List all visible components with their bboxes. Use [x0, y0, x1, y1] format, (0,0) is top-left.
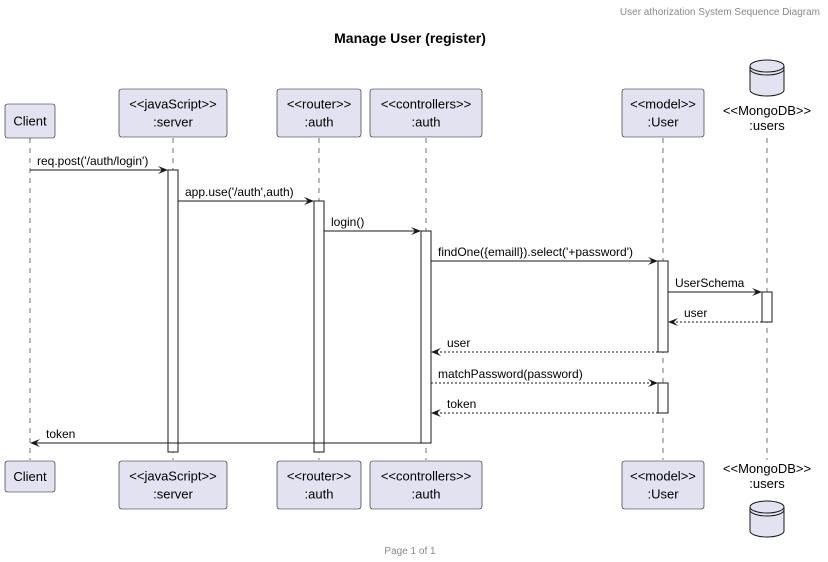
database-icon-top	[749, 59, 785, 73]
participant-box	[4, 460, 56, 493]
message-arrowhead	[668, 318, 678, 326]
message-5: UserSchema	[668, 276, 762, 296]
participant-label: :server	[153, 115, 193, 130]
message-7: user	[431, 336, 658, 356]
message-arrowhead	[158, 166, 168, 174]
participant-box	[621, 460, 705, 510]
participant-box	[369, 460, 483, 510]
message-label: login()	[331, 215, 364, 229]
participant-label: :User	[647, 115, 679, 130]
activation-bar-router	[313, 200, 325, 453]
diagram-title: Manage User (register)	[334, 30, 486, 46]
messages: req.post('/auth/login') app.use('/auth',a…	[30, 154, 762, 447]
message-arrowhead	[304, 197, 314, 205]
participant-label: Client	[13, 469, 47, 484]
participant-label: <<router>>	[287, 469, 351, 484]
message-label: app.use('/auth',auth)	[185, 185, 294, 199]
participant-label: <<model>>	[630, 97, 696, 112]
participant-label: :users	[749, 476, 785, 491]
participant-db-top: <<MongoDB>>:users	[723, 59, 811, 133]
activation-bar-model	[657, 382, 669, 414]
participant-controllers-bottom: <<controllers>> :auth	[369, 460, 483, 510]
participant-label: :auth	[305, 487, 334, 502]
participant-client-top: Client	[4, 103, 56, 139]
participant-label: <<controllers>>	[381, 97, 471, 112]
participant-server-bottom: <<javaScript>> :server	[118, 460, 228, 510]
activation-bar-db	[761, 291, 773, 323]
participant-label: <<MongoDB>>	[723, 103, 811, 118]
message-label: token	[46, 427, 75, 441]
message-arrowhead	[30, 439, 40, 447]
lifelines	[29, 138, 768, 460]
database-icon-top	[749, 500, 785, 514]
participant-server-top: <<javaScript>> :server	[118, 88, 228, 138]
participant-box	[276, 460, 362, 510]
participant-label: <<model>>	[630, 469, 696, 484]
page-footer: Page 1 of 1	[384, 546, 436, 557]
participant-box	[621, 88, 705, 138]
message-label: matchPassword(password)	[438, 367, 583, 381]
message-1: req.post('/auth/login')	[30, 154, 168, 174]
message-arrowhead	[648, 379, 658, 387]
participant-label: <<router>>	[287, 97, 351, 112]
participant-model-bottom: <<model>> :User	[621, 460, 705, 510]
participant-box	[118, 460, 228, 510]
participant-label: :auth	[412, 115, 441, 130]
message-2: app.use('/auth',auth)	[178, 185, 314, 205]
participants: ClientClient<<javaScript>>:server<<javaS…	[4, 59, 811, 538]
message-10: token	[30, 427, 421, 447]
activation-bar-controllers	[420, 230, 432, 444]
participant-label: :User	[647, 487, 679, 502]
message-arrowhead	[431, 409, 441, 417]
message-arrowhead	[431, 348, 441, 356]
participant-controllers-top: <<controllers>> :auth	[369, 88, 483, 138]
activation-bar-model	[657, 260, 669, 353]
message-label: req.post('/auth/login')	[37, 154, 148, 168]
participant-label: Client	[13, 114, 47, 129]
participant-label: <<controllers>>	[381, 469, 471, 484]
participant-box	[118, 88, 228, 138]
participant-db-bottom: <<MongoDB>>:users	[723, 461, 811, 538]
activation-bars	[167, 169, 773, 453]
message-label: UserSchema	[675, 276, 745, 290]
diagram-header: User athorization System Sequence Diagra…	[620, 7, 820, 18]
participant-router-bottom: <<router>> :auth	[276, 460, 362, 510]
participant-label: <<MongoDB>>	[723, 461, 811, 476]
participant-model-top: <<model>> :User	[621, 88, 705, 138]
participant-box	[369, 88, 483, 138]
participant-box	[4, 103, 56, 139]
participant-router-top: <<router>> :auth	[276, 88, 362, 138]
participant-box	[276, 88, 362, 138]
activation-bar-server	[167, 169, 179, 453]
database-icon	[749, 507, 785, 538]
participant-label: :users	[749, 118, 785, 133]
message-label: token	[447, 397, 476, 411]
message-label: user	[684, 306, 707, 320]
participant-label: :auth	[305, 115, 334, 130]
participant-label: <<javaScript>>	[129, 97, 216, 112]
database-icon	[749, 66, 785, 97]
message-4: findOne({emaill}).select('+password')	[431, 245, 658, 265]
participant-label: <<javaScript>>	[129, 469, 216, 484]
message-label: findOne({emaill}).select('+password')	[438, 245, 633, 259]
message-label: user	[447, 336, 470, 350]
message-3: login()	[324, 215, 421, 235]
participant-client-bottom: Client	[4, 460, 56, 493]
message-arrowhead	[411, 227, 421, 235]
participant-label: :server	[153, 487, 193, 502]
participant-label: :auth	[412, 487, 441, 502]
message-arrowhead	[648, 257, 658, 265]
message-8: matchPassword(password)	[431, 367, 658, 387]
message-9: token	[431, 397, 658, 417]
message-arrowhead	[752, 288, 762, 296]
message-6: user	[668, 306, 762, 326]
